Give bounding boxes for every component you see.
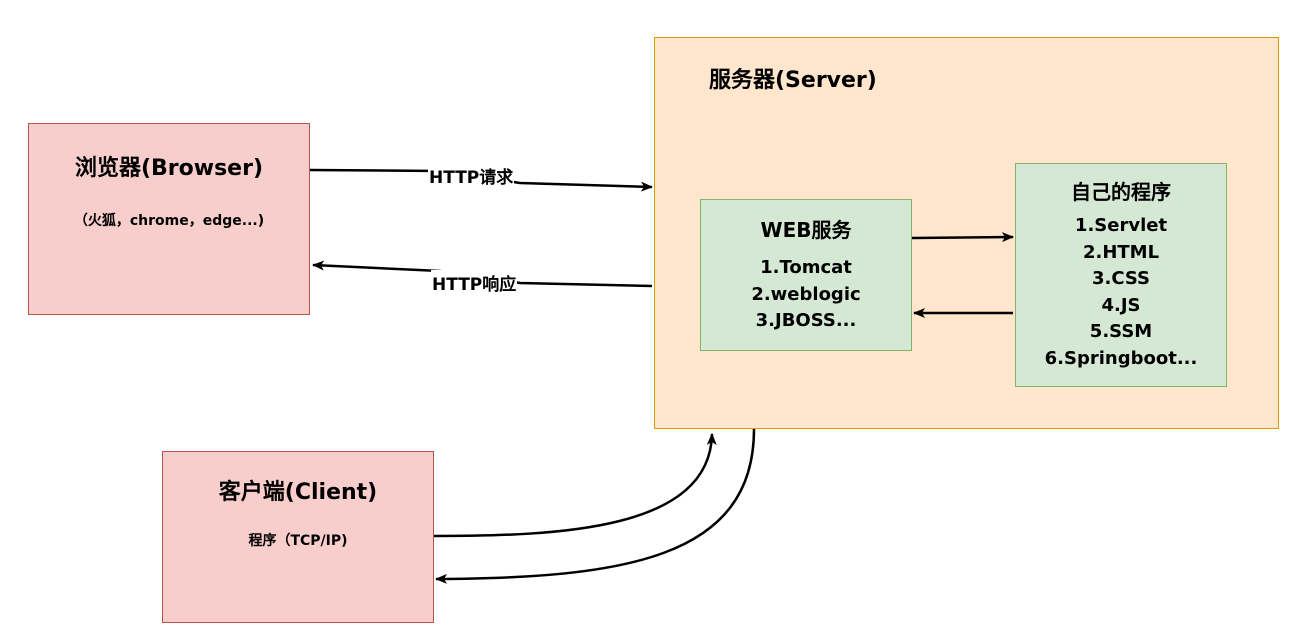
server-title: 服务器(Server): [709, 68, 877, 93]
server-to-client-arrow: [435, 428, 756, 584]
own-program-title: 自己的程序: [1071, 180, 1171, 204]
list-item: 6.Springboot...: [1044, 347, 1198, 369]
web-service-title: WEB服务: [760, 218, 852, 242]
client-title: 客户端(Client): [218, 480, 378, 505]
list-item: 1.Servlet: [1074, 215, 1168, 236]
client-subtitle: 程序（TCP/IP): [248, 533, 348, 549]
list-item: 3.CSS: [1091, 268, 1151, 289]
web-service-list: 1.Tomcat 2.weblogic 3.JBOSS...: [701, 255, 911, 335]
list-item: 3.JBOSS...: [755, 310, 857, 331]
list-item: 1.Tomcat: [760, 257, 852, 278]
web-service-box: WEB服务 1.Tomcat 2.weblogic 3.JBOSS...: [700, 199, 912, 351]
client-to-server-arrow: [433, 433, 717, 538]
list-item: 2.weblogic: [751, 283, 861, 305]
http-request-label: HTTP请求: [428, 163, 515, 188]
web-to-program-arrow: [911, 232, 1014, 243]
browser-subtitle: （火狐，chrome，edge...): [73, 213, 265, 229]
list-item: 5.SSM: [1089, 321, 1153, 342]
own-program-box: 自己的程序 1.Servlet 2.HTML 3.CSS 4.JS 5.SSM …: [1015, 163, 1227, 387]
http-response-label: HTTP响应: [431, 270, 518, 295]
browser-title: 浏览器(Browser): [74, 156, 264, 181]
browser-box: 浏览器(Browser) （火狐，chrome，edge...): [28, 123, 310, 315]
list-item: 2.HTML: [1082, 241, 1160, 263]
list-item: 4.JS: [1101, 294, 1141, 316]
own-program-list: 1.Servlet 2.HTML 3.CSS 4.JS 5.SSM 6.Spri…: [1016, 213, 1226, 372]
client-box: 客户端(Client) 程序（TCP/IP): [162, 451, 434, 623]
